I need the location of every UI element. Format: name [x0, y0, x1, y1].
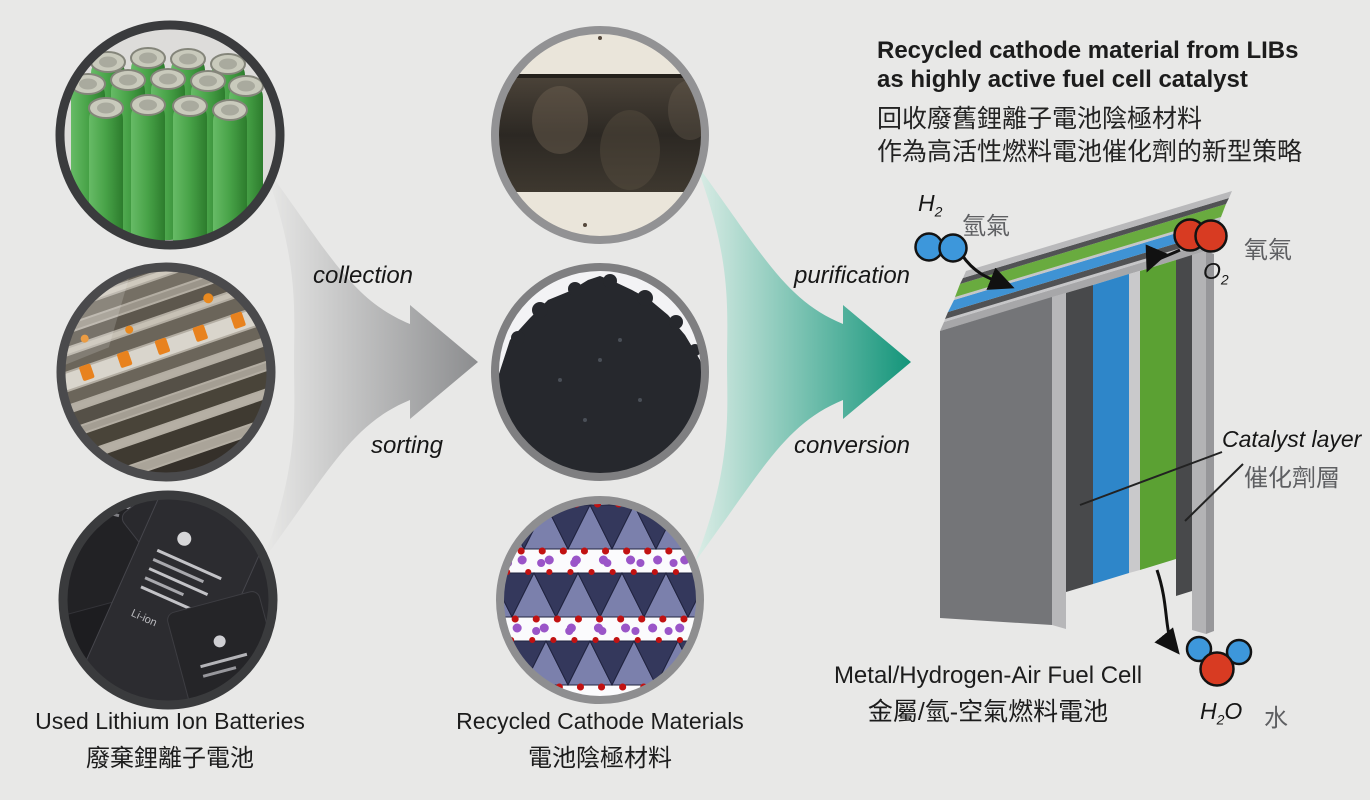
anode-layer-blue [1093, 274, 1129, 584]
black-powder-photo [491, 263, 709, 481]
h2o-formula: H2O [1200, 698, 1243, 728]
collection-sorting-arrow [262, 162, 478, 562]
h2-label-zh: 氫氣 [962, 213, 1010, 240]
o2-inlet-arrow [1145, 244, 1181, 273]
page-title: Recycled cathode material from LIBs as h… [877, 36, 1298, 94]
h2o-label-zh: 水 [1264, 705, 1288, 732]
fuel-cell-caption-zh: 金屬/氫-空氣燃料電池 [867, 698, 1109, 726]
h2-formula: H2 [918, 190, 943, 220]
h2-molecule [914, 232, 968, 263]
stage1-caption-zh: 廢棄鋰離子電池 [86, 745, 254, 772]
purification-conversion-arrow [695, 162, 911, 562]
o2-molecule [1173, 218, 1228, 253]
layered-crystal-structure [496, 496, 704, 704]
h2o-outlet-arrow [1154, 569, 1180, 655]
catalyst-layer-label-en: Catalyst layer [1222, 426, 1362, 452]
fuel-cell-stack [940, 191, 1232, 634]
conversion-label: conversion [793, 432, 911, 459]
stage2-caption-en: Recycled Cathode Materials [456, 708, 744, 734]
fuel-cell-caption-en: Metal/Hydrogen-Air Fuel Cell [833, 662, 1143, 689]
title-line-2: as highly active fuel cell catalyst [877, 66, 1248, 93]
h2-inlet-arrow [960, 254, 1015, 290]
catalyst-layer-left [1066, 285, 1093, 592]
used-cylindrical-cells-photo [55, 20, 285, 250]
end-plate-right [1192, 251, 1206, 634]
end-plate-left [940, 297, 1052, 625]
membrane-layer [1129, 271, 1140, 573]
electrode-strip-photo [491, 26, 709, 244]
title-line-1: Recycled cathode material from LIBs [877, 37, 1299, 64]
o2-label-zh: 氧氣 [1244, 237, 1292, 264]
h2o-molecule [1185, 635, 1253, 687]
gas-flow-arrows [960, 244, 1181, 655]
cathode-layer-green [1140, 260, 1176, 570]
o2-formula: O2 [1203, 258, 1229, 288]
catalyst-layer-right [1176, 255, 1192, 596]
subtitle-zh-line-1: 回收廢舊鋰離子電池陰極材料 [877, 105, 1203, 133]
subtitle-zh-line-2: 作為高活性燃料電池催化劑的新型策略 [877, 138, 1303, 166]
catalyst-layer-label-zh: 催化劑層 [1244, 465, 1340, 492]
sorting-label: sorting [370, 432, 444, 459]
stage1-caption-en: Used Lithium Ion Batteries [35, 708, 305, 734]
stage2-caption-zh: 電池陰極材料 [528, 745, 672, 772]
purification-label: purification [793, 262, 911, 289]
catalyst-pointer-lines [1079, 451, 1244, 522]
page-subtitle-zh: 回收廢舊鋰離子電池陰極材料 作為高活性燃料電池催化劑的新型策略 [877, 103, 1302, 169]
collection-label: collection [312, 262, 414, 289]
